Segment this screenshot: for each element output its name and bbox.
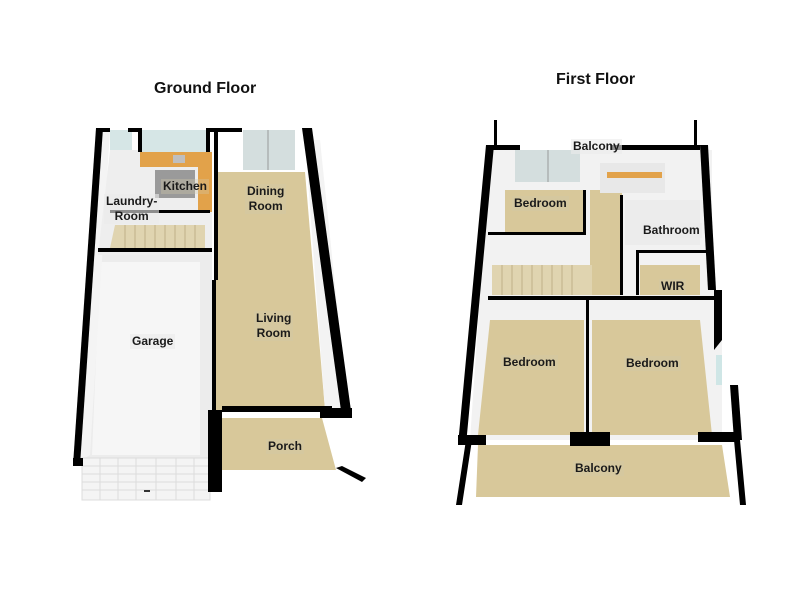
room-label-living-room-text: Living Room (256, 311, 292, 340)
room-label-bedroom-right: Bedroom (624, 356, 681, 371)
room-label-living-room: Living Room (254, 311, 294, 341)
room-label-balcony-bottom: Balcony (573, 461, 624, 476)
room-label-bedroom-left: Bedroom (501, 355, 558, 370)
room-label-kitchen: Kitchen (161, 179, 210, 194)
room-label-balcony-top: Balcony (571, 139, 622, 154)
room-label-dining-room: Dining Room (245, 184, 287, 214)
room-label-laundry-room-text: Laundry- Room (106, 194, 158, 223)
ground-floor-title: Ground Floor (154, 80, 257, 97)
room-label-porch: Porch (266, 439, 305, 454)
room-label-wir: WIR (659, 279, 687, 294)
room-label-laundry-room: Laundry- Room (104, 194, 160, 224)
room-label-dining-room-text: Dining Room (247, 184, 285, 213)
room-label-bathroom: Bathroom (641, 223, 702, 238)
room-label-garage: Garage (130, 334, 176, 349)
room-label-bedroom-top: Bedroom (512, 196, 569, 211)
first-floor-title: First Floor (556, 71, 636, 88)
